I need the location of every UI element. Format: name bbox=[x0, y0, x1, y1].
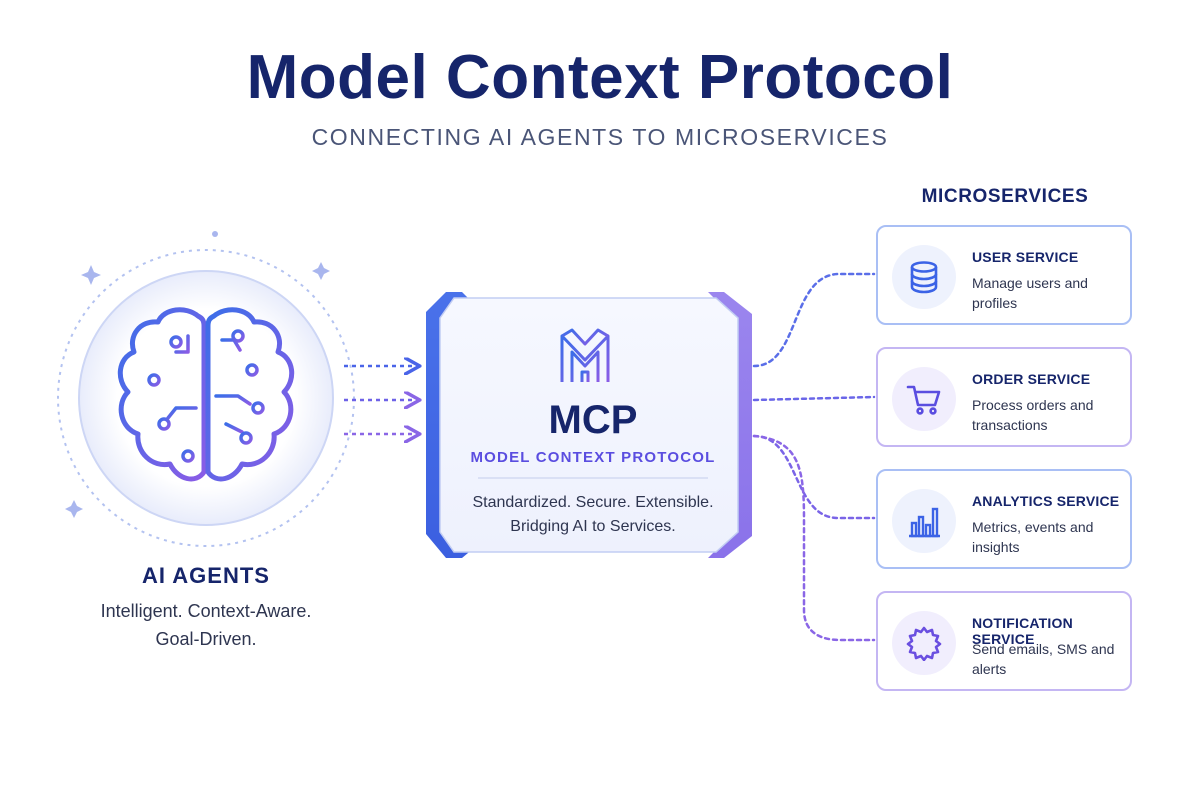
connector-order-service bbox=[752, 395, 876, 402]
service-description: Manage users and profiles bbox=[972, 275, 1088, 311]
service-icon-badge bbox=[892, 611, 956, 675]
service-description: Send emails, SMS and alerts bbox=[972, 641, 1115, 677]
mcp-to-service-connectors bbox=[752, 272, 876, 642]
service-icon-badge bbox=[892, 245, 956, 309]
sparkle-dot-icon bbox=[212, 231, 218, 237]
sparkle-icon bbox=[312, 262, 330, 280]
service-description: Metrics, events and insights bbox=[972, 519, 1094, 555]
microservices-heading: MICROSERVICES bbox=[921, 186, 1089, 207]
service-name: USER SERVICE bbox=[972, 249, 1079, 265]
service-icon-badge bbox=[892, 489, 956, 553]
agent-to-mcp-arrows bbox=[344, 366, 418, 434]
mcp-tagline: Standardized. Secure. Extensible. Bridgi… bbox=[443, 491, 743, 539]
mcp-tagline-line: Standardized. Secure. Extensible. bbox=[472, 494, 714, 511]
brain-circuit-icon bbox=[117, 307, 295, 482]
mcp-full-name: MODEL CONTEXT PROTOCOL bbox=[470, 449, 716, 466]
mcp-acronym: MCP bbox=[548, 398, 638, 442]
service-card-user: USER SERVICE Manage users and profiles bbox=[876, 225, 1132, 325]
mcp-logo-icon bbox=[560, 328, 610, 382]
ai-agents-description-line: Intelligent. Context-Aware. bbox=[100, 601, 312, 621]
service-name: NOTIFICATION SERVICE bbox=[972, 615, 1073, 647]
service-card-order: ORDER SERVICE Process orders and transac… bbox=[876, 347, 1132, 447]
bar-chart-icon bbox=[909, 507, 940, 538]
service-description: Process orders and transactions bbox=[972, 397, 1094, 433]
ai-agents-node bbox=[57, 231, 355, 547]
connector-notification-service bbox=[752, 434, 876, 642]
service-card-analytics: ANALYTICS SERVICE Metrics, events and in… bbox=[876, 469, 1132, 569]
database-icon bbox=[910, 261, 938, 294]
service-card-notification: NOTIFICATION SERVICE Send emails, SMS an… bbox=[876, 591, 1132, 691]
sparkle-icon bbox=[65, 500, 83, 518]
service-icon-badge bbox=[892, 367, 956, 431]
shopping-cart-icon bbox=[906, 385, 941, 415]
page-subtitle: CONNECTING AI AGENTS TO MICROSERVICES bbox=[311, 124, 889, 150]
mcp-tagline-line: Bridging AI to Services. bbox=[510, 518, 676, 535]
gear-icon bbox=[906, 626, 942, 661]
sparkle-icon bbox=[81, 265, 101, 285]
mcp-panel-body bbox=[439, 297, 739, 553]
ai-agents-title: AI AGENTS bbox=[142, 563, 270, 588]
service-name: ANALYTICS SERVICE bbox=[972, 493, 1120, 509]
ai-agents-description: Intelligent. Context-Aware. Goal-Driven. bbox=[56, 597, 356, 653]
service-name: ORDER SERVICE bbox=[972, 371, 1091, 387]
ai-agents-description-line: Goal-Driven. bbox=[155, 629, 257, 649]
outer-dashed-ring bbox=[57, 249, 355, 547]
mcp-panel bbox=[426, 292, 752, 558]
connector-analytics-service bbox=[752, 434, 876, 520]
connector-user-service bbox=[752, 272, 876, 368]
page-title: Model Context Protocol bbox=[246, 43, 954, 112]
